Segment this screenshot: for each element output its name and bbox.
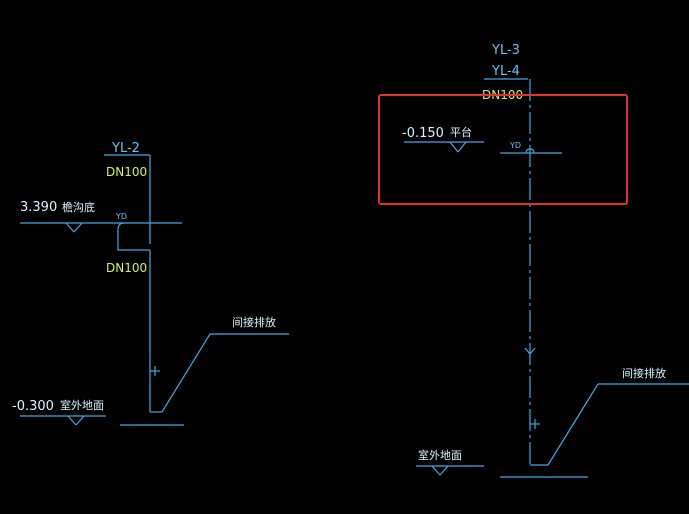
- left-pipe-id: YL-2: [111, 141, 140, 156]
- left-ground-level: -0.300: [12, 399, 54, 414]
- left-gutter-level: 3.390: [20, 200, 57, 215]
- right-pipe-id-1: YL-3: [491, 43, 520, 58]
- left-gutter-note: 檐沟底: [62, 200, 95, 214]
- right-platform-triangle-b: [457, 141, 467, 153]
- left-gutter-triangle-a: [65, 222, 75, 233]
- left-pipe-discharge-slope: [161, 333, 211, 413]
- left-drain-outlet: [117, 222, 150, 251]
- left-size-top: DN100: [106, 165, 147, 179]
- right-platform-note: 平台: [450, 125, 472, 139]
- right-pipe-discharge-slope: [547, 383, 599, 466]
- left-gutter-triangle-b: [73, 222, 83, 233]
- left-ground-triangle-b: [75, 415, 85, 426]
- right-ground-note: 室外地面: [418, 448, 462, 462]
- left-riser-group: [20, 154, 289, 426]
- left-fitting-label: YD: [115, 212, 127, 221]
- right-fitting-label: YD: [509, 141, 521, 150]
- right-platform-triangle-a: [449, 141, 459, 153]
- left-ground-triangle-a: [67, 415, 77, 426]
- right-pipe-id-2: YL-4: [491, 64, 520, 79]
- left-ground-note: 室外地面: [60, 398, 104, 412]
- highlight-box: [378, 94, 628, 205]
- right-check-valve: [524, 347, 536, 355]
- right-ground-triangle-a: [431, 465, 441, 476]
- left-size-bottom: DN100: [106, 261, 147, 275]
- right-ground-triangle-b: [439, 465, 449, 476]
- left-discharge-note: 间接排放: [232, 315, 276, 329]
- right-discharge-note: 间接排放: [622, 366, 666, 380]
- right-drain-outlet: [525, 148, 535, 154]
- right-platform-level: -0.150: [402, 126, 444, 141]
- right-riser-group: [404, 78, 689, 478]
